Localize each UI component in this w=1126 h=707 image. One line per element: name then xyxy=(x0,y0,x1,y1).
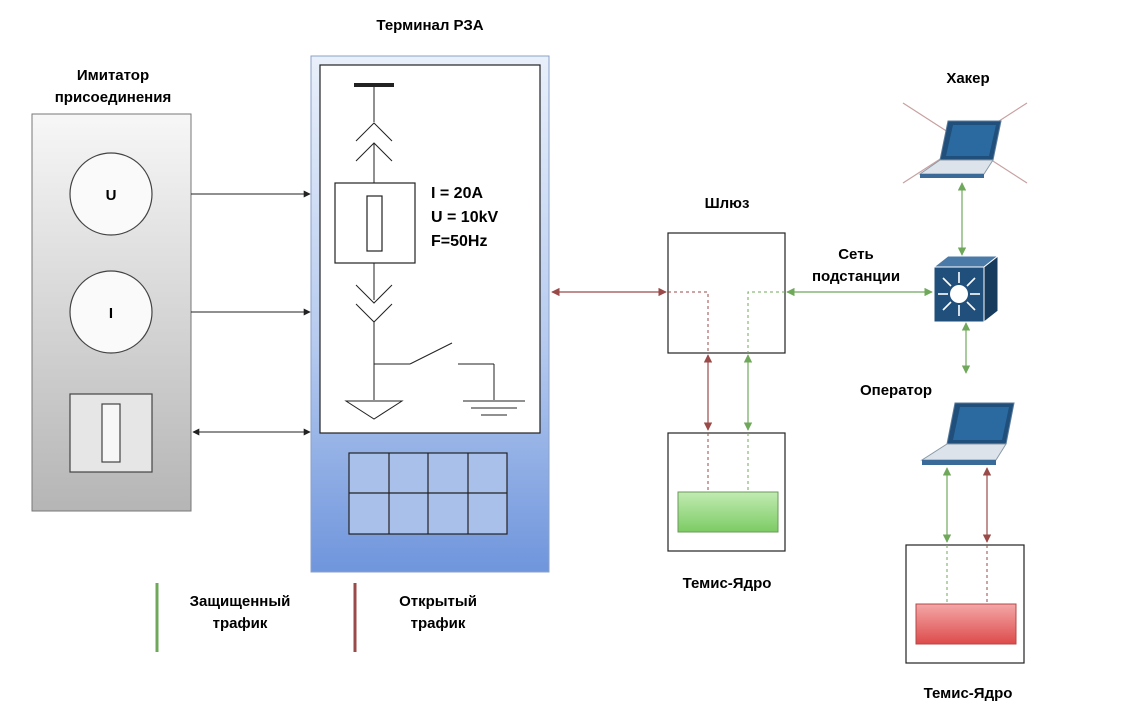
operator-label: Оператор xyxy=(860,382,932,399)
network-label-line2: подстанции xyxy=(812,268,900,285)
network-label-line1: Сеть xyxy=(838,246,874,263)
core-left-module xyxy=(677,491,779,533)
core-right-module xyxy=(915,603,1017,645)
legend-open-line2: трафик xyxy=(411,615,466,632)
hacker-laptop-icon xyxy=(902,102,1028,184)
imitator-label: Имитатор присоединения xyxy=(55,67,171,106)
terminal-block: I = 20A U = 10kV F=50Hz xyxy=(310,55,550,573)
current-source-symbol: I xyxy=(109,305,113,322)
imitator-label-line1: Имитатор xyxy=(77,67,149,84)
legend-open-line1: Открытый xyxy=(399,593,477,610)
terminal-display xyxy=(319,64,541,434)
single-line-scheme-icon xyxy=(334,83,525,420)
gateway-label: Шлюз xyxy=(705,195,750,212)
operator-laptop-icon xyxy=(920,402,1015,465)
breaker-module-slot xyxy=(101,403,121,463)
gateway-protected-path xyxy=(747,291,785,353)
current-source-icon xyxy=(69,270,153,354)
terminal-frequency-value: F=50Hz xyxy=(431,233,487,250)
terminal-current-value: I = 20A xyxy=(431,185,483,202)
gateway-box xyxy=(667,232,786,354)
network-switch-icon xyxy=(932,254,1000,324)
legend-protected-line1: Защищенный xyxy=(190,593,291,610)
hacker-label: Хакер xyxy=(946,70,989,87)
terminal-title: Терминал РЗА xyxy=(376,17,483,34)
imitator-block: U I xyxy=(31,113,192,512)
terminal-voltage-value: U = 10kV xyxy=(431,209,498,226)
core-right-label: Темис-Ядро xyxy=(924,685,1013,702)
gateway-open-path xyxy=(668,291,709,353)
core-left-label: Темис-Ядро xyxy=(683,575,772,592)
terminal-keypad xyxy=(348,452,508,535)
voltage-source-icon xyxy=(69,152,153,236)
voltage-source-symbol: U xyxy=(106,187,117,204)
legend-protected-line2: трафик xyxy=(213,615,268,632)
imitator-label-line2: присоединения xyxy=(55,89,171,106)
legend: Защищенный трафик Открытый трафик xyxy=(155,583,477,652)
